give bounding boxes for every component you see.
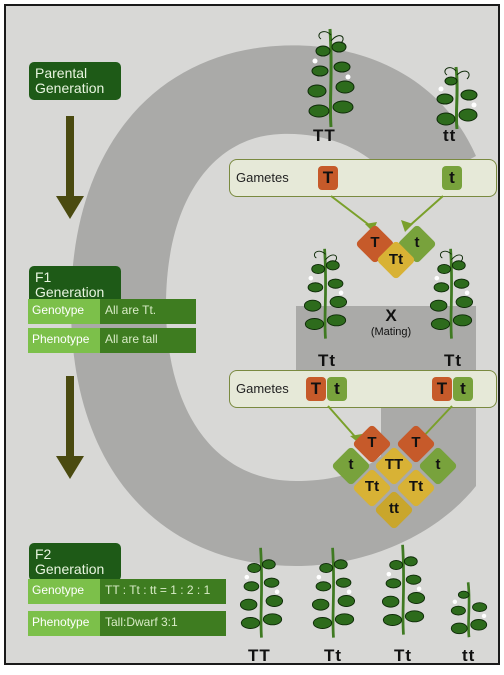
f1-genotype-key: Genotype: [28, 299, 100, 324]
f2-plant-1-genotype: TT: [248, 646, 271, 665]
punnett-side-right-text: t: [435, 456, 441, 473]
gametes-label-2: Gametes: [236, 381, 289, 396]
f2-phenotype-key: Phenotype: [28, 611, 100, 636]
mating-label: X (Mating): [361, 306, 421, 338]
short-plant-icon: [431, 61, 483, 136]
punnett-top-right-text: T: [411, 434, 421, 451]
punnett-bottom-text: tt: [389, 500, 399, 517]
down-arrow-1: [56, 116, 84, 219]
f2-plant-2-icon: [306, 536, 361, 649]
f2-plant-2-genotype: Tt: [324, 646, 343, 665]
mating-text: (Mating): [370, 326, 412, 338]
down-arrow-2: [56, 376, 84, 479]
f1-generation-label: F1 Generation: [29, 266, 121, 304]
f1-cross-t-text: t: [414, 234, 420, 251]
f1-genotype-value: All are Tt.: [100, 299, 196, 324]
punnett-mid-right-text: Tt: [408, 478, 424, 495]
f1-left-plant-icon: [298, 236, 353, 351]
f1-cross-T-text: T: [370, 234, 380, 251]
mating-x: X: [385, 306, 397, 325]
f1-cross-Tt-text: Tt: [388, 251, 404, 268]
f2-plant-3-genotype: Tt: [394, 646, 413, 665]
gamete-1-right: t: [442, 166, 462, 190]
f1-genotype-row: Genotype All are Tt.: [28, 299, 196, 324]
gamete-2-left-a: T: [306, 377, 326, 401]
gamete-2-right-a: T: [432, 377, 452, 401]
f2-genotype-key: Genotype: [28, 579, 100, 604]
f2-plant-4-short-icon: [446, 576, 492, 645]
f1-left-genotype: Tt: [318, 351, 337, 370]
f1-right-genotype: Tt: [444, 351, 463, 370]
f1-phenotype-row: Phenotype All are tall: [28, 328, 196, 353]
punnett-side-left-text: t: [348, 456, 354, 473]
parental-generation-label: Parental Generation: [29, 62, 121, 100]
punnett-mid-left-text: Tt: [364, 478, 380, 495]
gamete-2-left-b: t: [327, 377, 347, 401]
f2-phenotype-value: Tall:Dwarf 3:1: [100, 611, 226, 636]
parent-left-genotype: TT: [313, 126, 336, 145]
f2-plant-4-genotype: tt: [462, 646, 476, 665]
gametes-label-1: Gametes: [236, 170, 289, 185]
parent-right-genotype: tt: [443, 126, 457, 145]
gamete-2-right-b: t: [453, 377, 473, 401]
converge-arrows-1: [330, 195, 444, 232]
f1-phenotype-key: Phenotype: [28, 328, 100, 353]
f2-genotype-row: Genotype TT : Tt : tt = 1 : 2 : 1: [28, 579, 226, 604]
diagram-frame: Parental Generation F1 Generation F2 Gen…: [4, 4, 500, 665]
g-watermark: [71, 45, 476, 566]
gametes-bar-2: [229, 370, 497, 408]
tall-plant-icon: [301, 21, 361, 134]
f2-genotype-value: TT : Tt : tt = 1 : 2 : 1: [100, 579, 226, 604]
f2-phenotype-row: Phenotype Tall:Dwarf 3:1: [28, 611, 226, 636]
f1-phenotype-value: All are tall: [100, 328, 196, 353]
punnett-center-text: TT: [384, 456, 404, 473]
punnett-top-left-text: T: [367, 434, 377, 451]
f2-generation-label: F2 Generation: [29, 543, 121, 581]
f2-plant-3-icon: [376, 533, 431, 646]
f2-plant-1-icon: [234, 536, 289, 649]
f1-right-plant-icon: [424, 236, 479, 351]
gamete-1-left: T: [318, 166, 338, 190]
